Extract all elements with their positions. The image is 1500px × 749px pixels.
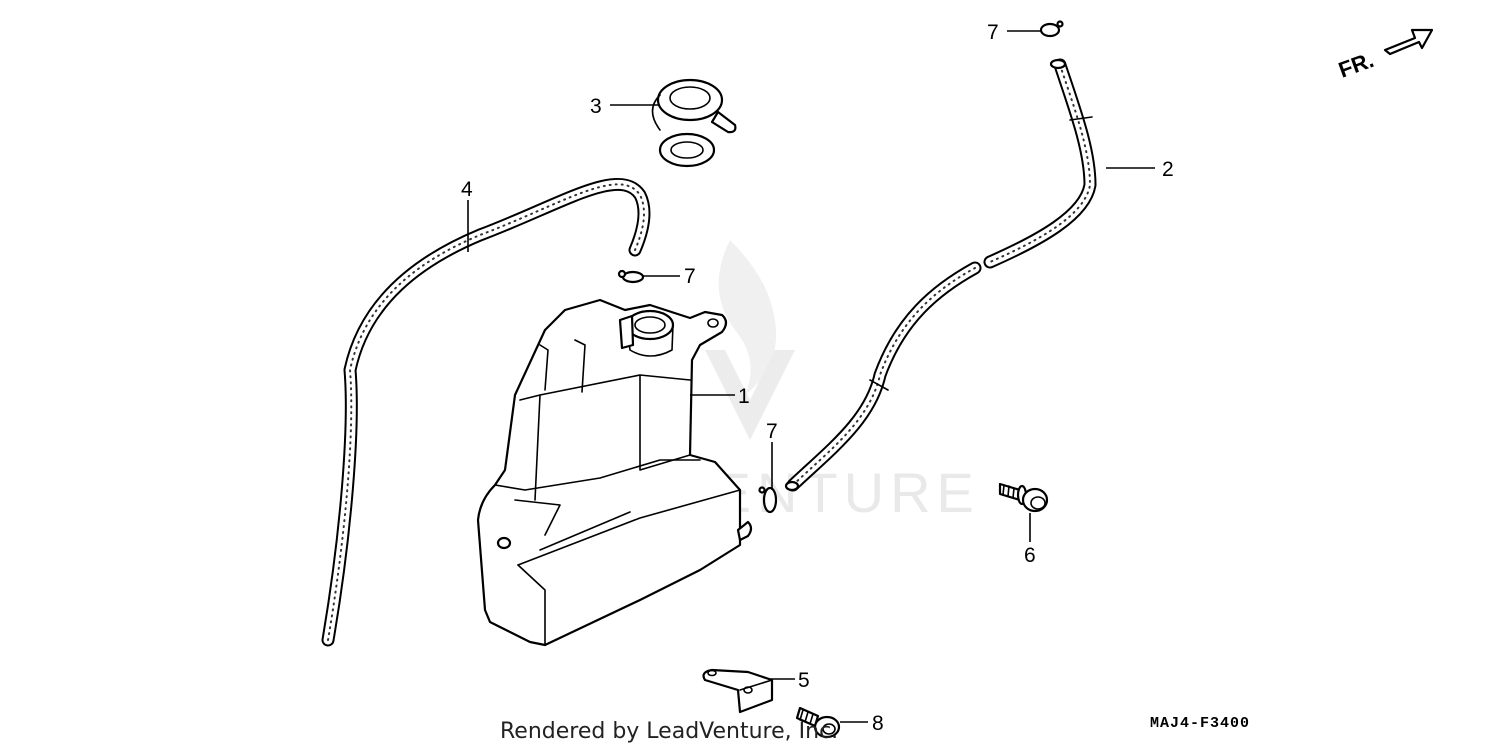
reservoir-cap-part-3 [651,78,737,168]
reservoir-tank-part-1 [476,298,753,647]
callout-7-middle: 7 [684,265,696,288]
callout-4: 4 [461,178,473,201]
callout-2: 2 [1162,158,1174,181]
front-direction-indicator: FR. [1335,28,1434,83]
hose-part-2-lower [784,261,982,492]
bolt-part-6 [998,482,1049,513]
hose-part-4 [321,178,651,647]
callout-8: 8 [872,712,884,735]
callout-7-lower: 7 [766,420,778,443]
diagram-code: MAJ4-F3400 [1150,715,1250,732]
hose-part-2 [983,58,1097,269]
callout-1: 1 [738,385,750,408]
callout-7-top: 7 [987,21,999,44]
hose-clip-part-7-lower [758,486,778,514]
hose-clip-part-7-top [1039,20,1064,38]
front-direction-label: FR. [1335,47,1377,83]
leader-lines [467,30,1155,723]
callout-6: 6 [1024,544,1036,567]
bolt-part-8 [795,706,841,739]
callout-labels: 7 3 2 4 7 1 7 6 5 8 [461,21,1174,735]
hose-clip-part-7-middle [617,269,645,284]
callout-3: 3 [590,95,602,118]
credit-text: Rendered by LeadVenture, Inc. [500,719,838,744]
stay-bracket-part-5 [702,668,774,714]
callout-5: 5 [798,669,810,692]
